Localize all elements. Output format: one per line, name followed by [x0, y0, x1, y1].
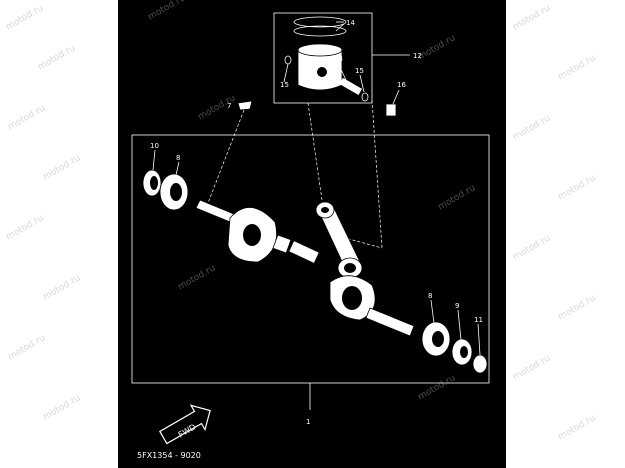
callout-7: 7	[227, 102, 231, 110]
callout-11: 11	[474, 316, 483, 324]
crankshaft-left	[195, 199, 277, 263]
callout-9: 9	[455, 302, 459, 310]
callout-8-left: 8	[176, 154, 180, 162]
assembly-frame	[131, 134, 490, 384]
crank-pin-nut	[272, 234, 292, 254]
piston-pin	[339, 77, 363, 95]
callout-16: 16	[397, 81, 406, 89]
oil-seal-right	[451, 338, 473, 366]
piston-group-frame	[273, 12, 373, 104]
callout-1: 1	[306, 418, 310, 426]
piston-rings	[293, 16, 347, 37]
callout-14: 14	[346, 19, 355, 27]
woodruff-key	[237, 100, 253, 111]
callout-15-left: 15	[280, 81, 289, 89]
connecting-rod	[315, 201, 363, 279]
piston-pin-clip-right	[361, 92, 369, 102]
oil-seal-left	[142, 169, 162, 197]
callout-12: 12	[413, 52, 422, 60]
crank-pin	[288, 240, 320, 264]
callout-8-right: 8	[428, 292, 432, 300]
spacer	[472, 354, 488, 374]
callout-15-right: 15	[355, 67, 364, 75]
crankshaft-right	[329, 275, 415, 337]
fwd-arrow-icon	[159, 404, 211, 445]
key-alignment-line	[207, 109, 245, 204]
callout-13: 13	[334, 55, 343, 63]
small-end-bearing	[385, 103, 397, 117]
diagram-code: 5FX1354 - 9020	[137, 451, 201, 460]
callout-10: 10	[150, 142, 159, 150]
piston-alignment-line-left	[307, 102, 323, 201]
piston	[297, 43, 343, 91]
bearing-left	[159, 173, 189, 211]
bearing-right	[421, 321, 451, 357]
